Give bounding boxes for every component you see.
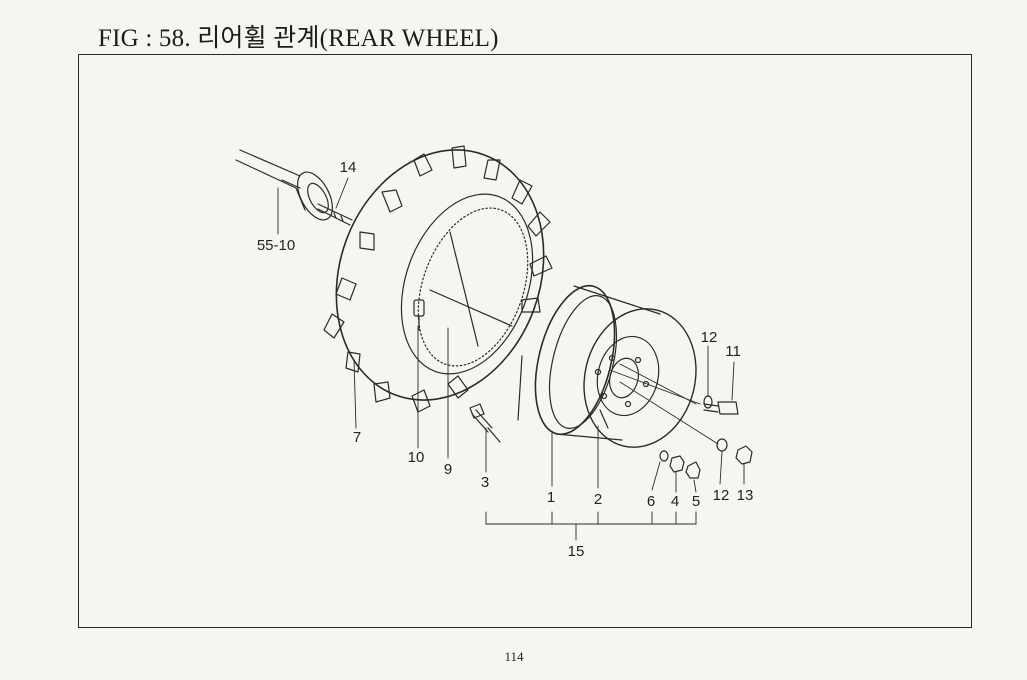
callout-10: 10 xyxy=(407,449,425,466)
callout-11: 11 xyxy=(725,343,741,360)
figure-title: FIG : 58. 리어휠 관계(REAR WHEEL) xyxy=(98,25,499,52)
diagram-frame xyxy=(78,54,972,628)
hub-bolt xyxy=(317,203,353,226)
callout-5: 5 xyxy=(691,493,701,510)
callout-12-upper: 12 xyxy=(700,329,718,346)
wheel-disc xyxy=(583,308,697,448)
callout-55-10: 55-10 xyxy=(256,237,296,254)
callout-6: 6 xyxy=(646,493,656,510)
washer-small xyxy=(659,450,669,462)
page-number: 114 xyxy=(504,649,524,664)
stud-bolt xyxy=(469,403,501,443)
cap-nut xyxy=(685,461,701,479)
tire xyxy=(323,145,553,413)
callout-4: 4 xyxy=(670,493,680,510)
callout-1: 1 xyxy=(546,489,556,506)
nut-small xyxy=(669,455,685,473)
callout-14: 14 xyxy=(339,159,357,176)
washer-lower xyxy=(716,438,728,452)
callout-9: 9 xyxy=(443,461,453,478)
axle-shaft xyxy=(235,149,301,189)
callout-3: 3 xyxy=(480,474,490,491)
washer-upper xyxy=(703,395,713,409)
callout-12-lower: 12 xyxy=(712,487,730,504)
tire-valve xyxy=(413,299,425,331)
callout-7: 7 xyxy=(352,429,362,446)
callout-15: 15 xyxy=(567,543,585,560)
callout-13: 13 xyxy=(736,487,754,504)
nut-large xyxy=(735,445,753,465)
wheel-rim xyxy=(517,284,661,441)
leader-lines xyxy=(277,177,745,541)
callout-2: 2 xyxy=(593,491,603,508)
